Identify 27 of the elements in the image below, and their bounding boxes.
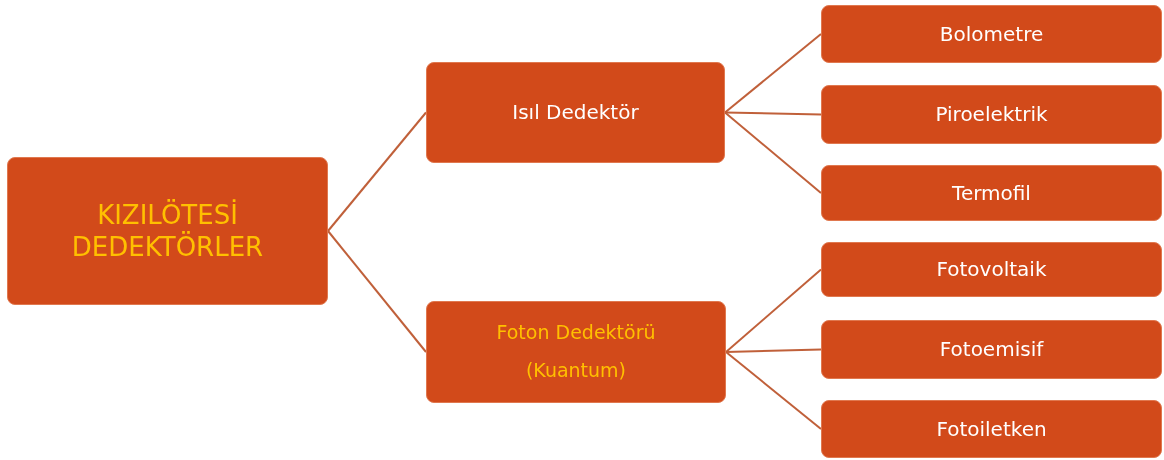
- category-box: [821, 242, 1162, 297]
- box-label: Piroelektrik: [935, 102, 1048, 127]
- connector-line: [327, 111, 427, 232]
- box-label: Fotoemisif: [939, 337, 1044, 362]
- category-box: [821, 85, 1162, 144]
- box-label: Fotoiletken: [936, 416, 1047, 442]
- box-label: KIZILÖTESİ DEDEKTÖRLER: [70, 198, 265, 264]
- connector-line: [327, 230, 427, 353]
- box-label: Fotovoltaik: [936, 257, 1047, 282]
- box-label: Foton Dedektörü: [496, 321, 656, 345]
- connector-line: [724, 111, 822, 116]
- box-label: Termofil: [952, 180, 1031, 206]
- box-label: Bolometre: [939, 21, 1044, 47]
- connector-line: [725, 351, 822, 430]
- connector-line: [724, 111, 822, 194]
- connector-line: [724, 33, 822, 114]
- category-box: [426, 301, 726, 403]
- category-box: [821, 5, 1162, 63]
- connector-line: [725, 348, 822, 353]
- category-box: [821, 400, 1162, 458]
- connector-line: [725, 268, 822, 353]
- category-box: [7, 157, 328, 305]
- category-box: [426, 62, 725, 163]
- category-box: [821, 165, 1162, 221]
- box-label: Isıl Dedektör: [512, 100, 639, 125]
- category-box: [821, 320, 1162, 379]
- box-label: (Kuantum): [525, 359, 627, 383]
